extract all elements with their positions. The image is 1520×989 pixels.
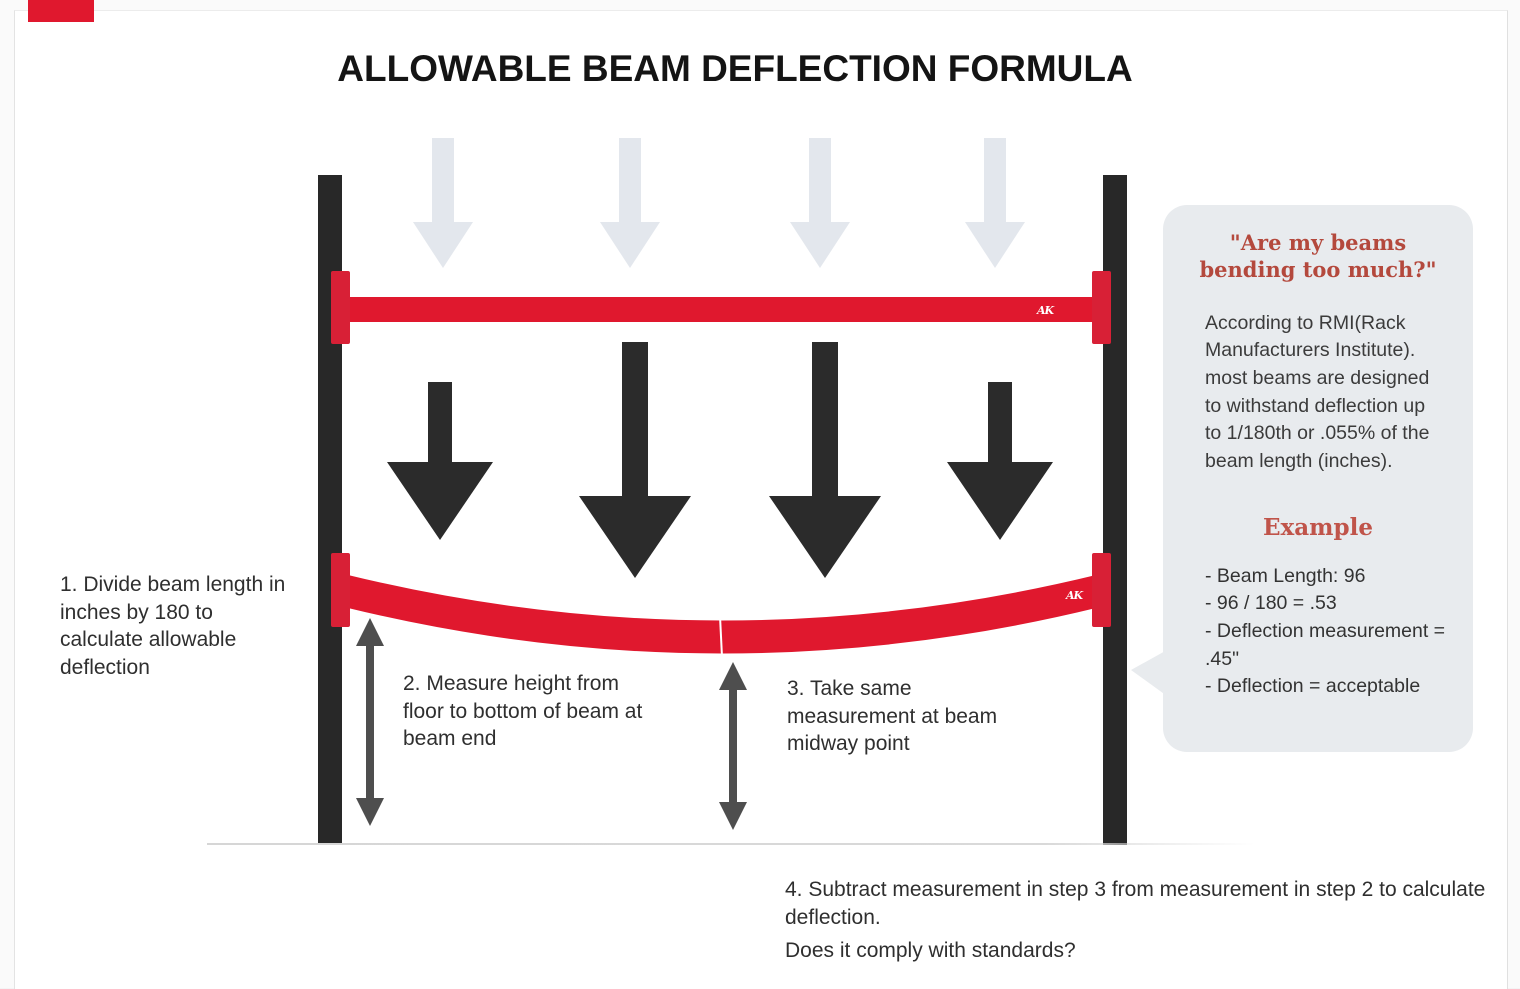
arrow-shaft — [428, 382, 452, 464]
arrow-head — [769, 496, 881, 578]
arrow-shaft — [812, 342, 838, 498]
example-list: - Beam Length: 96 - 96 / 180 = .53 - Def… — [1205, 563, 1447, 701]
arrow-head — [413, 222, 473, 268]
step-3-text: 3. Take same measurement at beam midway … — [787, 677, 998, 756]
step-4-line-2: Does it comply with standards? — [785, 939, 1076, 963]
example-heading: Example — [1263, 513, 1373, 541]
beam-end-bracket-top-right — [1092, 271, 1111, 344]
load-arrow-black-4 — [947, 382, 1053, 540]
arrow-head-down — [356, 798, 384, 826]
step-4-line-1: 4. Subtract measurement in step 3 from m… — [785, 878, 1486, 929]
floor-line — [207, 843, 1255, 845]
arrow-shaft — [366, 640, 374, 804]
ak-logo-top: AK — [1037, 304, 1054, 317]
load-arrow-black-3 — [769, 342, 881, 578]
arrow-head — [600, 222, 660, 268]
arrow-shaft — [432, 138, 454, 224]
measure-arrow-beam-end — [356, 618, 384, 826]
example-item-result: - Deflection = acceptable — [1205, 675, 1421, 698]
measure-arrow-midspan — [719, 662, 747, 830]
example-item-measurement: - Deflection measurement = .45" — [1205, 620, 1446, 670]
arrow-shaft — [809, 138, 831, 224]
speech-bubble: "Are my beams bending too much?" Accordi… — [1163, 205, 1473, 752]
step-4-text: 4. Subtract measurement in step 3 from m… — [785, 876, 1505, 971]
ak-logo-bottom: AK — [1066, 589, 1083, 602]
corner-red-tab — [28, 0, 94, 22]
arrow-head — [790, 222, 850, 268]
step-2-text: 2. Measure height from floor to bottom o… — [403, 672, 643, 751]
arrow-shaft — [729, 684, 737, 808]
beam-end-bracket-bottom-right — [1092, 553, 1111, 627]
beam-end-bracket-top-left — [331, 271, 350, 344]
arrow-shaft — [984, 138, 1006, 224]
example-item-division: - 96 / 180 = .53 — [1205, 592, 1337, 615]
beam-end-bracket-bottom-left — [331, 553, 350, 627]
load-arrow-light-1 — [413, 138, 473, 268]
load-arrow-black-2 — [579, 342, 691, 578]
arrow-shaft — [619, 138, 641, 224]
load-arrow-light-4 — [965, 138, 1025, 268]
bubble-body-text: According to RMI(Rack Manufacturers Inst… — [1205, 311, 1430, 473]
arrow-head — [579, 496, 691, 578]
speech-bubble-tail — [1131, 650, 1167, 696]
step-1-text: 1. Divide beam length in inches by 180 t… — [60, 573, 286, 680]
arrow-head — [965, 222, 1025, 268]
arrow-head-down — [719, 802, 747, 830]
page-title: ALLOWABLE BEAM DEFLECTION FORMULA — [337, 48, 1133, 89]
example-item-beam-length: - Beam Length: 96 — [1205, 564, 1366, 587]
load-arrow-light-3 — [790, 138, 850, 268]
arrow-shaft — [622, 342, 648, 498]
arrow-head — [387, 462, 493, 540]
arrow-head — [947, 462, 1053, 540]
arrow-shaft — [988, 382, 1012, 464]
load-arrow-black-1 — [387, 382, 493, 540]
load-arrow-light-2 — [600, 138, 660, 268]
bubble-heading: "Are my beams bending too much?" — [1199, 230, 1437, 283]
straight-beam — [346, 297, 1096, 322]
